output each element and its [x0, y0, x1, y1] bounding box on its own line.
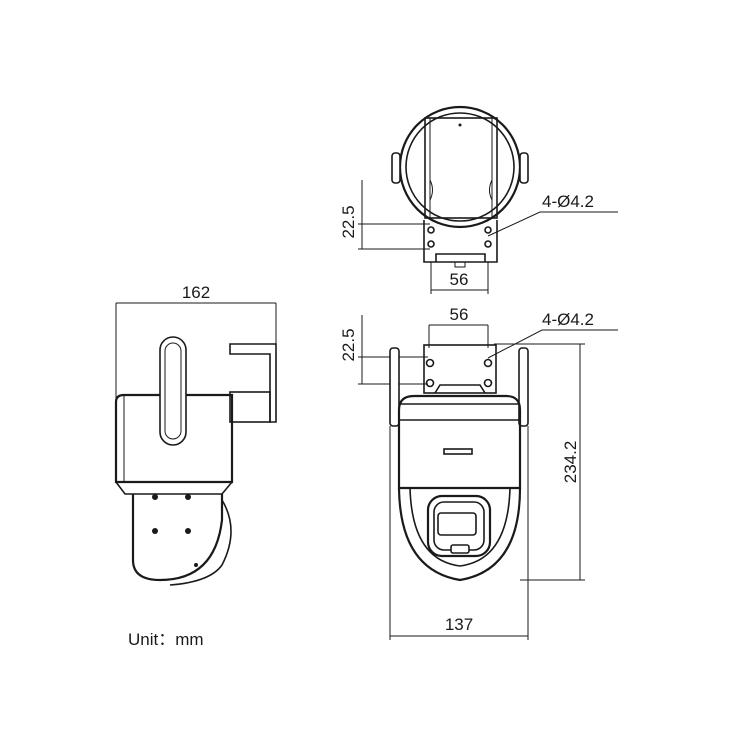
side-view-bracket [229, 343, 277, 423]
front-view-dome [397, 487, 522, 582]
front-view [358, 315, 618, 640]
side-view [114, 302, 277, 586]
top-view-plate [424, 117, 498, 219]
side-width-label: 162 [182, 283, 210, 302]
front-hole-label: 4-Ø4.2 [542, 310, 594, 329]
front-view-antenna-left [389, 347, 400, 427]
top-view-hole-right [484, 226, 492, 234]
top-hole-spacing-label: 56 [450, 270, 469, 289]
side-view-housing [114, 393, 234, 484]
top-view [358, 105, 618, 294]
top-view-left-knob [391, 152, 401, 184]
top-mount-height-label: 22.5 [339, 205, 358, 238]
front-view-housing [397, 394, 522, 490]
top-hole-label: 4-Ø4.2 [542, 192, 594, 211]
side-view-antenna [159, 336, 187, 446]
front-mount-height-label: 22.5 [339, 328, 358, 361]
front-width-label: 137 [445, 615, 473, 634]
front-total-height-label: 234.2 [561, 441, 580, 484]
front-view-antenna-right [518, 347, 529, 427]
front-hole-spacing-label: 56 [450, 305, 469, 324]
top-view-inner-ring [405, 112, 515, 222]
front-view-lens-module [426, 494, 492, 558]
top-view-right-knob [519, 152, 529, 184]
unit-label: Unit：mm [128, 630, 204, 649]
side-view-dome [131, 494, 224, 582]
front-view-lens [437, 512, 477, 536]
front-view-mount-plate [423, 344, 497, 394]
top-view-hole-left [427, 226, 435, 234]
